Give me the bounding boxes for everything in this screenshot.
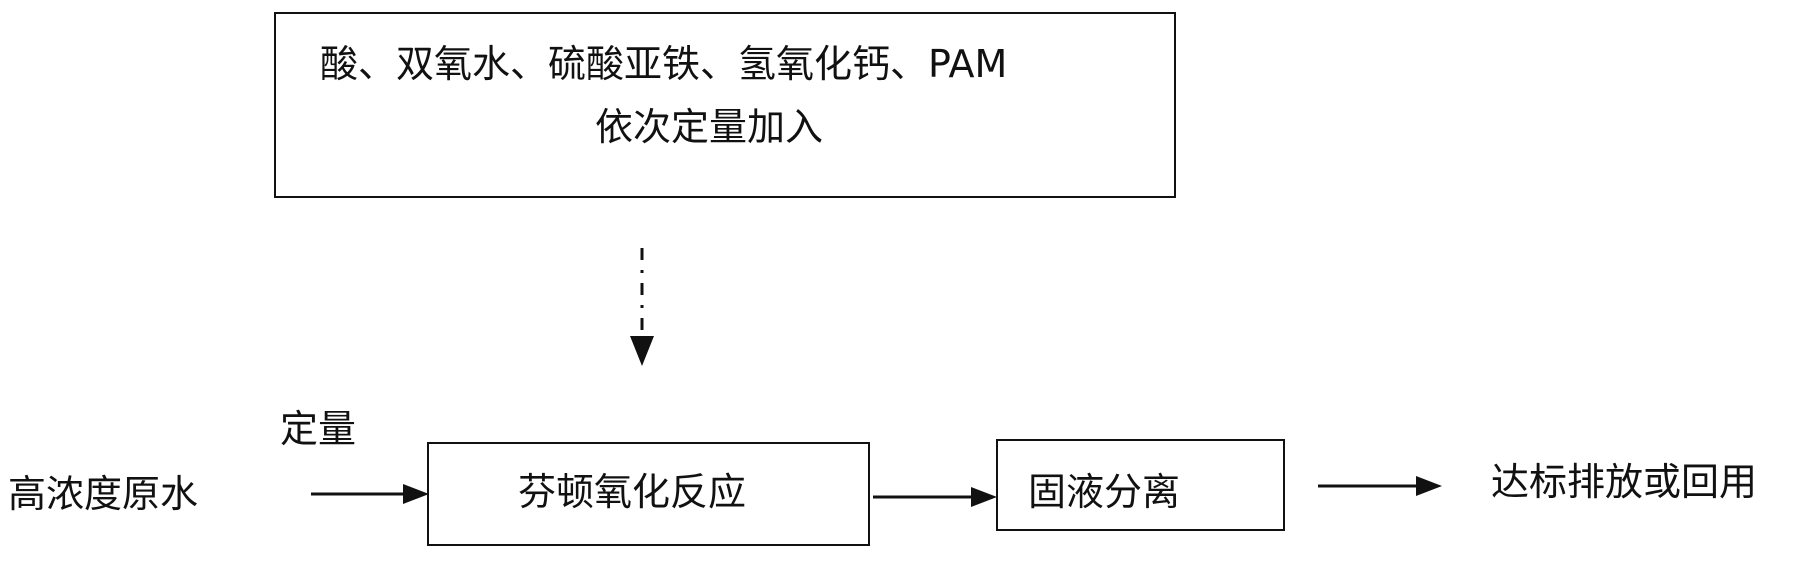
separation-to-discharge-arrow bbox=[1318, 476, 1442, 496]
raw-water-label: 高浓度原水 bbox=[8, 472, 199, 516]
reagent-list-text: 酸、双氧水、硫酸亚铁、氢氧化钙、PAM bbox=[320, 42, 1008, 86]
raw-water-arrow bbox=[311, 484, 429, 504]
solid-liquid-separation-box bbox=[996, 439, 1285, 531]
reagent-dosing-box bbox=[274, 12, 1176, 198]
discharge-or-reuse-label: 达标排放或回用 bbox=[1491, 460, 1758, 504]
fenton-oxidation-box bbox=[427, 442, 870, 546]
fenton-oxidation-label: 芬顿氧化反应 bbox=[518, 470, 747, 514]
quantitative-dosing-label: 定量 bbox=[280, 407, 357, 451]
reagent-to-fenton-dashed-arrow bbox=[630, 248, 654, 366]
fenton-to-separation-arrow bbox=[873, 487, 997, 507]
reagent-dosing-method-text: 依次定量加入 bbox=[595, 105, 824, 149]
solid-liquid-separation-label: 固液分离 bbox=[1028, 470, 1181, 514]
